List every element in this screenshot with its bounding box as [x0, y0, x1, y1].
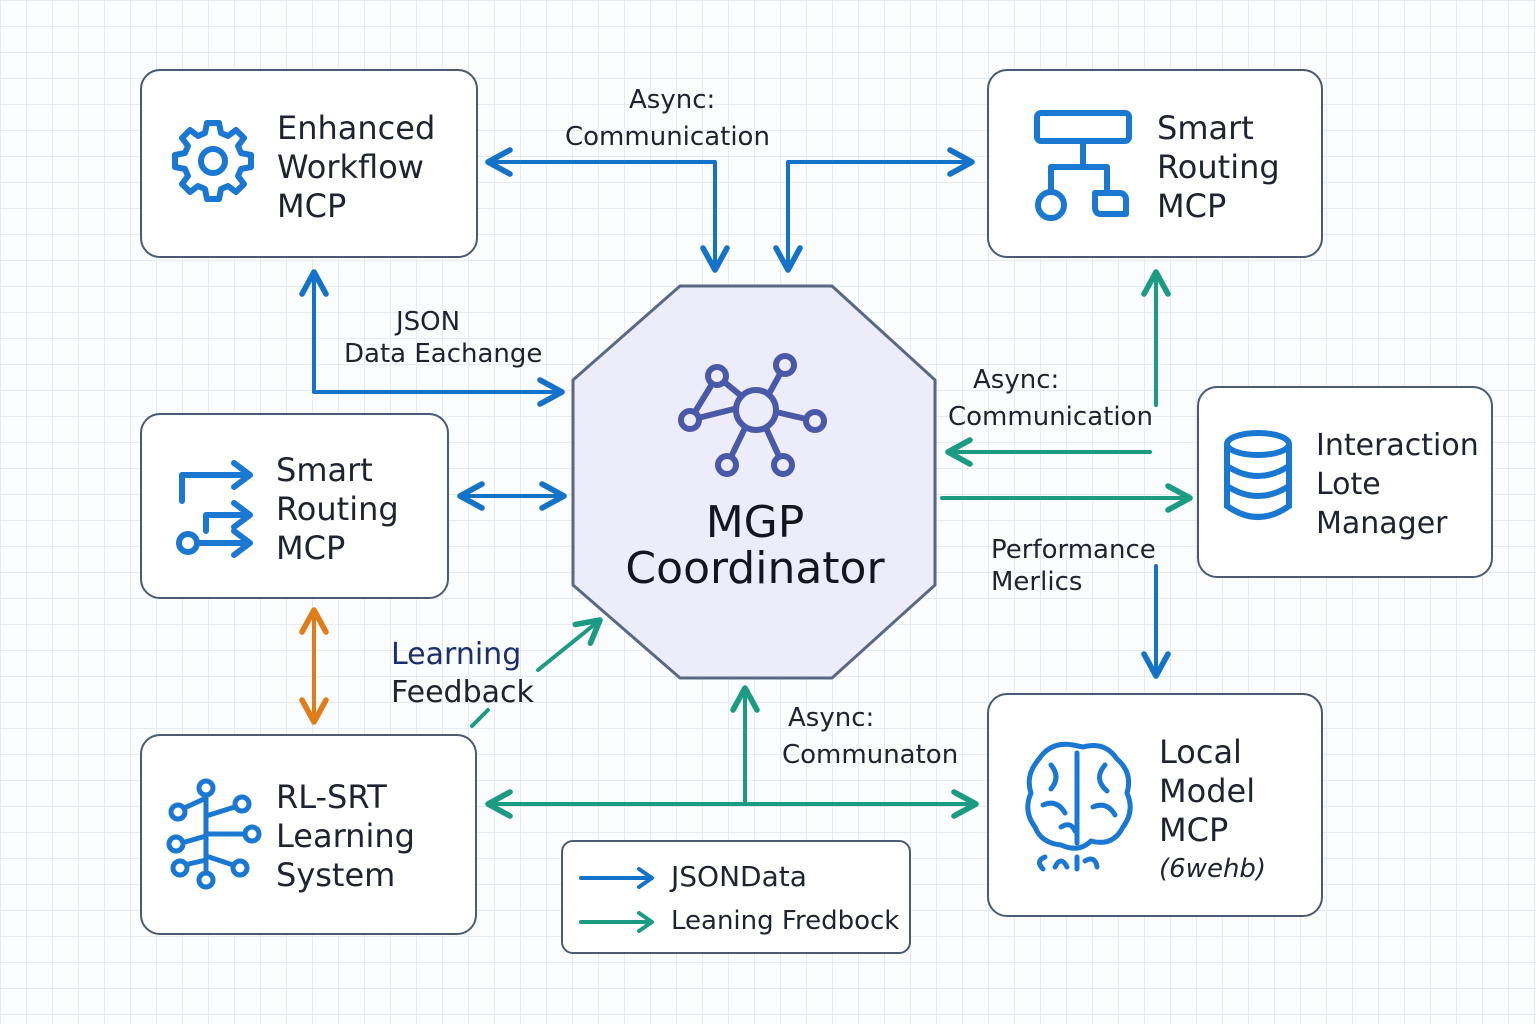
node-enhanced-workflow[interactable]: Enhanced Workflow MCP	[140, 69, 478, 258]
network-hub-icon	[678, 353, 827, 477]
arrow-learning-feedback	[470, 620, 600, 728]
node-subtitle: (6wehb)	[1159, 854, 1267, 884]
node-smart-routing-right[interactable]: Smart Routing MCP	[987, 69, 1323, 258]
node-title-line: MCP	[1159, 811, 1229, 849]
label-line: Performance	[991, 535, 1156, 565]
label-line: Communaton	[782, 740, 959, 770]
node-title-line: MCP	[277, 187, 347, 225]
node-smart-routing-left[interactable]: Smart Routing MCP	[140, 413, 449, 599]
node-title-line: Manager	[1316, 506, 1448, 541]
label-right-async: Async: Communication	[948, 364, 1153, 433]
legend: JSONData Leaning Fredbock	[561, 840, 911, 954]
label-line: Communication	[948, 402, 1153, 432]
legend-swatch-blue	[579, 867, 654, 889]
node-title-line: System	[276, 856, 396, 894]
legend-swatch-teal	[579, 911, 654, 933]
label-line: Merlics	[991, 567, 1083, 597]
gear-icon	[172, 120, 254, 202]
label-line: Learning	[391, 637, 522, 672]
flowchart-icon	[1034, 110, 1132, 221]
node-title-line: RL-SRT	[276, 778, 387, 816]
routing-arrows-icon	[176, 460, 253, 558]
node-title-line: Lote	[1316, 467, 1381, 502]
database-icon	[1224, 430, 1292, 520]
node-rl-srt[interactable]: RL-SRT Learning System	[140, 734, 477, 935]
label-json-exchange: JSON Data Eachange	[344, 306, 542, 370]
arrow-workflow-async	[485, 147, 730, 273]
node-title-line: Model	[1159, 772, 1256, 810]
node-local-model[interactable]: Local Model MCP (6wehb)	[987, 693, 1323, 917]
node-title-line: Workflow	[277, 148, 424, 186]
coordinator-title: MGP Coordinator	[575, 500, 935, 592]
legend-label: Leaning Fredbock	[671, 906, 900, 936]
node-title-line: MCP	[1157, 187, 1227, 225]
label-line: Communication	[565, 122, 770, 152]
label-line: Async:	[788, 703, 875, 733]
node-title-line: Smart	[276, 451, 373, 489]
label-line: Async:	[973, 365, 1060, 395]
node-title-line: Local	[1159, 733, 1242, 771]
node-title-line: Smart	[1157, 109, 1254, 147]
coordinator-shape	[571, 284, 937, 680]
legend-label: JSONData	[671, 860, 807, 893]
neural-network-icon	[166, 778, 262, 890]
label-performance-metrics: Performance Merlics	[991, 534, 1156, 598]
brain-icon	[1025, 741, 1133, 872]
node-interaction-manager[interactable]: Interaction Lote Manager	[1197, 386, 1493, 578]
label-top-async: Async: Communication	[565, 84, 770, 153]
arrow-json-exchange	[299, 269, 565, 407]
node-title-line: MCP	[276, 529, 346, 567]
label-bottom-async: Async: Communaton	[782, 702, 958, 771]
label-line: Feedback	[391, 675, 534, 710]
arrow-routing-async	[773, 147, 975, 273]
coordinator-title-line: MGP	[705, 497, 805, 548]
node-title-line: Learning	[276, 817, 415, 855]
label-line: Data Eachange	[344, 339, 543, 369]
label-line: JSON	[396, 307, 461, 337]
node-title-line: Routing	[276, 490, 399, 528]
label-line: Async:	[629, 85, 716, 115]
node-title-line: Routing	[1157, 148, 1280, 186]
node-title-line: Interaction	[1316, 428, 1479, 463]
node-title-line: Enhanced	[277, 109, 436, 147]
coordinator-title-line: Coordinator	[625, 543, 885, 594]
label-learning-feedback: Learning Feedback	[391, 636, 534, 712]
